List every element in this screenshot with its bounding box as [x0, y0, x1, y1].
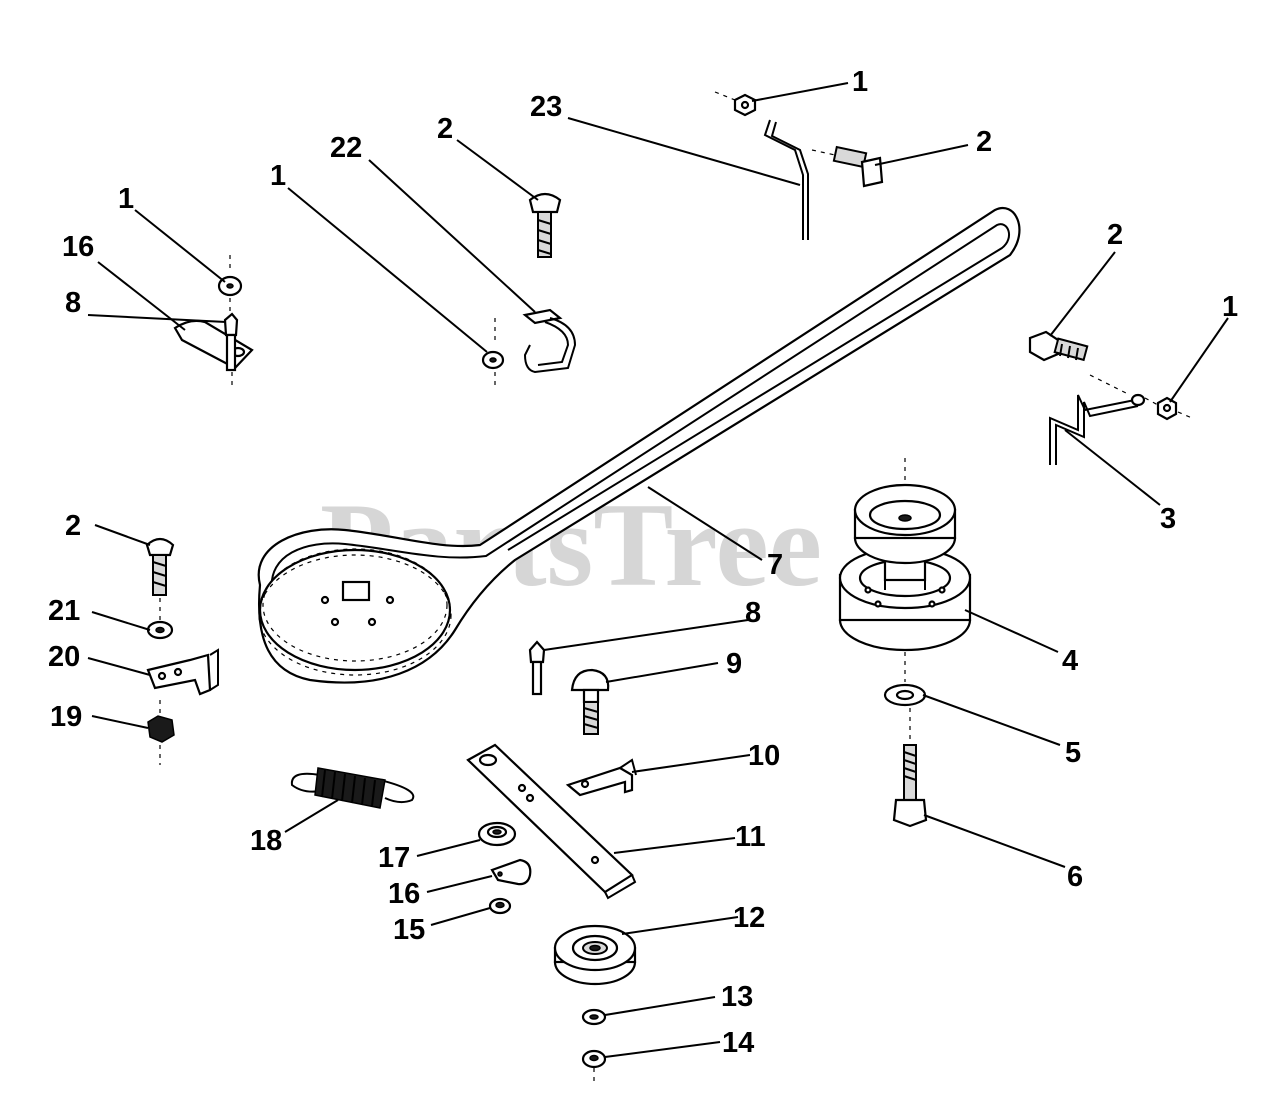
washer-5: [883, 683, 927, 707]
callout-1-left-nut: 1: [118, 183, 134, 215]
callout-8-center: 8: [745, 597, 761, 629]
bracket-16-left: [173, 319, 254, 370]
washer-13: [581, 1008, 607, 1026]
bracket-22: [522, 308, 577, 374]
bracket-16-lower: [490, 858, 532, 886]
callout-1-top-nut: 1: [852, 66, 868, 98]
idler-pulley-12: [553, 924, 637, 986]
nut-14: [581, 1049, 607, 1085]
callout-17: 17: [378, 842, 410, 874]
bolt-6: [892, 708, 928, 828]
engine-pulley: [838, 458, 972, 682]
leader-lines: [87, 82, 1229, 1058]
callout-16-lower: 16: [388, 878, 420, 910]
pin-8-center: [528, 640, 546, 696]
nut-1-center: [481, 318, 505, 390]
callout-2-left-bolt: 2: [65, 510, 81, 542]
drive-belt: [257, 207, 1021, 684]
bolt-2-top: [811, 145, 884, 188]
nut-19: [147, 700, 175, 765]
nut-1-left: [217, 255, 243, 315]
callout-11: 11: [735, 821, 766, 853]
callout-22: 22: [330, 132, 362, 164]
bolt-2-center: [528, 192, 562, 258]
callout-1-center-nut: 1: [270, 160, 286, 192]
washer-17: [477, 821, 517, 847]
callout-6: 6: [1067, 861, 1083, 893]
callout-labels: 1 23 2 22 2 1 1 16 2 1 8 3 7 2 21 8 4 20…: [48, 66, 1238, 1059]
callout-20: 20: [48, 641, 80, 673]
callout-2-right-bolt: 2: [1107, 219, 1123, 251]
callout-9: 9: [726, 648, 742, 680]
callout-4: 4: [1062, 645, 1078, 677]
bracket-10: [565, 758, 637, 797]
transmission-pulley: [258, 548, 452, 676]
callout-16-left: 16: [62, 231, 94, 263]
washer-21: [146, 620, 174, 640]
rod-23: [763, 119, 809, 240]
callout-5: 5: [1065, 737, 1081, 769]
bolt-9: [570, 668, 610, 735]
callout-15: 15: [393, 914, 425, 946]
callout-18: 18: [250, 825, 282, 857]
callout-23: 23: [530, 91, 562, 123]
bolt-2-right: [1028, 330, 1089, 362]
callout-1-right-nut: 1: [1222, 291, 1238, 323]
callout-7: 7: [767, 549, 783, 581]
callout-19: 19: [50, 701, 82, 733]
idler-arm-11: [466, 743, 637, 900]
callout-14: 14: [722, 1027, 754, 1059]
nut-15: [488, 897, 512, 915]
rod-3: [1049, 374, 1146, 465]
callout-12: 12: [733, 902, 765, 934]
bracket-20: [146, 648, 219, 696]
callout-2-center-bolt: 2: [437, 113, 453, 145]
nut-1-top: [714, 91, 757, 117]
callout-13: 13: [721, 981, 753, 1013]
callout-10: 10: [748, 740, 780, 772]
callout-8-left: 8: [65, 287, 81, 319]
callout-3: 3: [1160, 503, 1176, 535]
spring-18: [290, 767, 415, 809]
callout-21: 21: [48, 595, 80, 627]
nut-1-right: [1144, 396, 1193, 421]
callout-2-top-bolt: 2: [976, 126, 992, 158]
pin-8-left: [223, 312, 239, 390]
bolt-2-left: [145, 537, 175, 620]
